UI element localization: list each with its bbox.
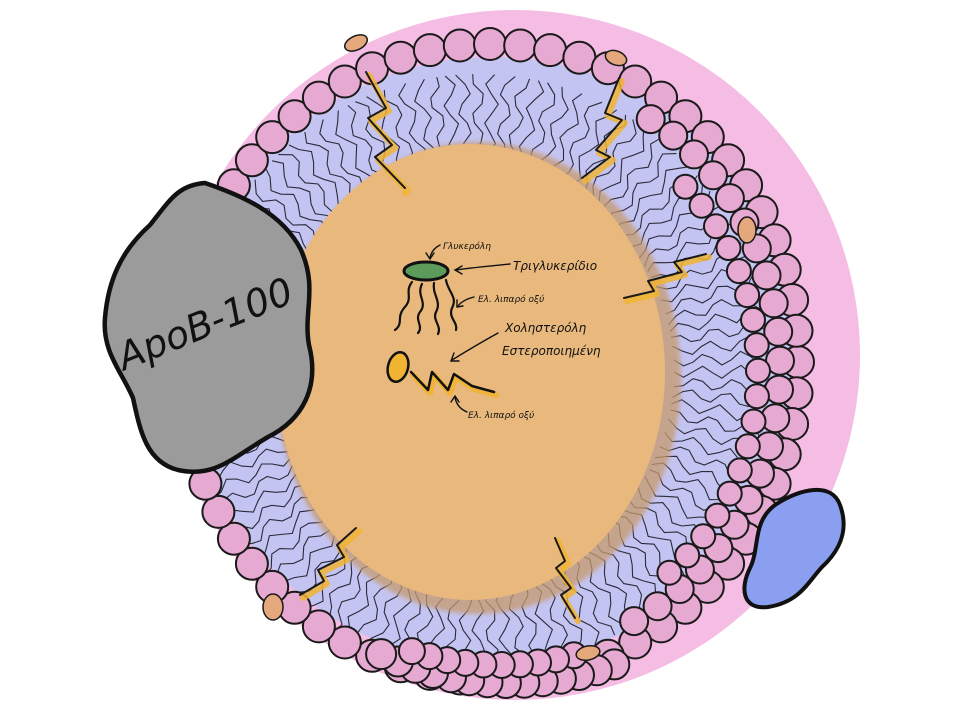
triglyceride-molecule: [393, 260, 458, 336]
phospholipid-head: [758, 288, 789, 319]
phospholipid-head: [201, 494, 236, 529]
fatty-acid-label-2: Ελ. λιπαρό οξύ: [468, 410, 534, 421]
phospholipid-head: [743, 332, 770, 359]
phospholipid-head: [656, 559, 683, 586]
phospholipid-head: [658, 120, 689, 151]
phospholipid-head: [301, 80, 336, 115]
phospholipid-head: [635, 104, 666, 135]
fatty-acid-chains: [393, 278, 458, 336]
phospholipid-tail: [220, 459, 303, 514]
phospholipid-tail: [224, 471, 309, 522]
blue-surface-protein: [742, 488, 846, 610]
phospholipid-head: [234, 143, 269, 178]
phospholipid-head: [740, 408, 767, 435]
phospholipid-head: [743, 383, 770, 410]
arrow-triglyceride: [453, 263, 511, 275]
phospholipid-tail: [612, 166, 690, 228]
phospholipid-head: [619, 606, 650, 637]
phospholipid-head: [715, 235, 742, 261]
phospholipid-head: [412, 33, 447, 68]
phospholipid-head: [442, 28, 477, 63]
glycerol-backbone: [402, 260, 450, 282]
annotation-arrows: [425, 244, 511, 413]
glycerol-label: Γλυκερόλη: [443, 241, 491, 252]
phospholipid-head: [234, 546, 269, 581]
arrow-glycerol: [425, 244, 441, 261]
phospholipid-head: [745, 357, 771, 384]
phospholipid-head: [698, 160, 728, 191]
esterified-cholesterol-molecule: [386, 351, 499, 398]
phospholipid-head: [672, 173, 699, 200]
lipid-core: [275, 142, 681, 614]
cholesterol-label-line2: Εστεροποιημένη: [502, 344, 601, 358]
phospholipid-head: [751, 260, 782, 291]
phospholipid-head: [704, 502, 731, 529]
phospholipid-tail: [205, 441, 295, 483]
phospholipid-head: [503, 28, 538, 63]
phospholipid-head: [327, 625, 362, 660]
phospholipid-head: [301, 609, 336, 644]
fatty-acid-label-1: Ελ. λιπαρό οξύ: [478, 294, 544, 305]
phospholipid-head: [726, 457, 753, 484]
phospholipid-head: [716, 480, 743, 507]
phospholipid-head: [690, 523, 717, 550]
zigzag-right: [623, 253, 712, 304]
arrow-fatty-acid-1: [456, 296, 475, 308]
apob-100-protein: ApoB-100: [102, 180, 315, 474]
phospholipid-head: [255, 120, 290, 155]
phospholipid-head: [763, 316, 794, 347]
cholesterol-zigzags: [299, 71, 712, 624]
arrow-fatty-acid-2: [450, 394, 468, 413]
phospholipid-head: [725, 258, 752, 285]
phospholipid-head: [383, 40, 418, 75]
phospholipid-head: [642, 591, 673, 622]
phospholipid-head: [703, 213, 729, 240]
phospholipid-head: [688, 192, 715, 219]
cholesterol-label-line1: Χοληστερόλη: [504, 321, 587, 335]
phospholipid-head: [562, 40, 597, 75]
arrow-cholesterol: [449, 332, 499, 362]
phospholipid-tail: [254, 179, 324, 250]
phospholipid-head: [365, 638, 398, 671]
zigzag-top-right: [581, 77, 628, 184]
zigzag-bottom-left: [299, 527, 362, 601]
phospholipid-head: [714, 183, 745, 214]
phospholipid-head: [533, 33, 568, 68]
phospholipid-head: [740, 306, 766, 333]
phospholipid-head: [674, 542, 701, 569]
phospholipid-head: [397, 637, 426, 666]
triglyceride-label: Τριγλυκερίδιο: [513, 259, 597, 273]
phospholipid-head: [473, 27, 507, 61]
orange-blobs: [262, 34, 757, 662]
zigzag-bottom-right: [554, 537, 581, 624]
phospholipid-head: [734, 433, 761, 460]
zigzag-top-left: [365, 71, 411, 196]
phospholipid-head: [277, 99, 312, 134]
phospholipid-head: [734, 282, 761, 309]
phospholipid-head: [327, 64, 362, 99]
phospholipid-head: [679, 139, 709, 170]
phospholipid-tail: [213, 448, 298, 500]
phospholipid-head: [216, 521, 251, 556]
